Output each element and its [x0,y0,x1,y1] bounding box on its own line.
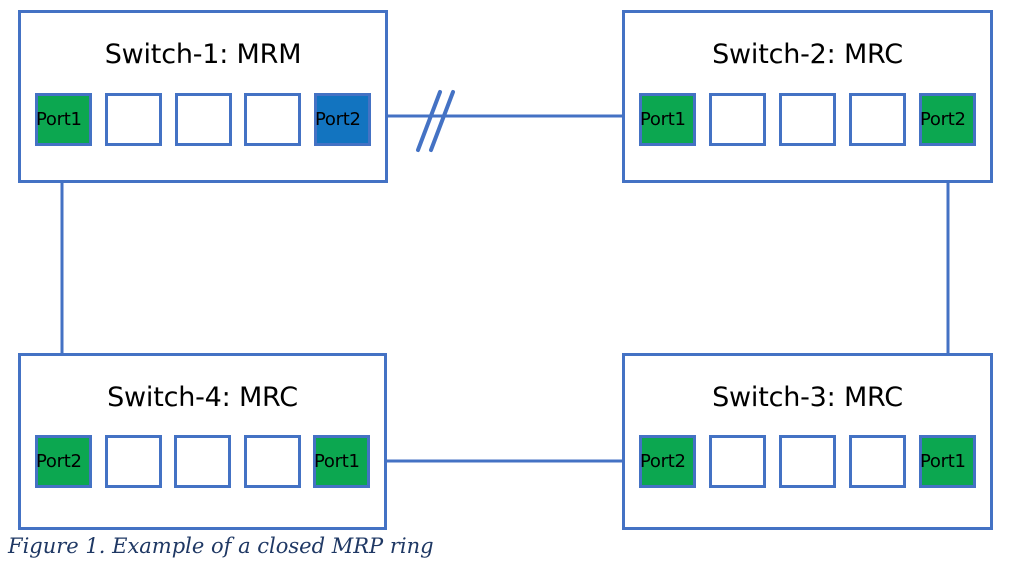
switch-2-port-2[interactable] [709,93,766,146]
switch-3-chassis[interactable]: Switch-3: MRC Port2 Port1 [622,353,993,530]
switch-1-port-2[interactable] [104,93,162,146]
switch-2-port-1[interactable]: Port1 [639,93,696,146]
switch-1-port-1-label: Port1 [36,108,82,130]
switch-3-port-5[interactable]: Port1 [919,435,976,488]
switch-4-port-1[interactable]: Port2 [35,435,92,488]
figure-caption: Figure 1. Example of a closed MRP ring [8,534,434,558]
switch-2-port-5-label: Port2 [920,108,966,130]
switch-1-port-4[interactable] [244,93,302,146]
switch-3-port-1[interactable]: Port2 [639,435,696,488]
switch-2-chassis[interactable]: Switch-2: MRC Port1 Port2 [622,10,993,183]
switch-4-title: Switch-4: MRC [107,382,298,413]
switch-4-port-4[interactable] [243,435,301,488]
switch-3-port-row: Port2 Port1 [625,435,990,488]
switch-4-port-1-label: Port2 [36,450,82,472]
switch-1-title: Switch-1: MRM [104,39,302,70]
switch-2-port-1-label: Port1 [640,108,686,130]
blocked-link-marker-icon [416,90,455,152]
switch-2-port-5[interactable]: Port2 [919,93,976,146]
switch-3-port-4[interactable] [849,435,906,488]
switch-3-port-2[interactable] [709,435,766,488]
switch-4-port-3[interactable] [174,435,231,488]
switch-1-chassis[interactable]: Switch-1: MRM Port1 Port2 [18,10,388,183]
switch-2-port-3[interactable] [779,93,836,146]
switch-3-port-1-label: Port2 [640,450,686,472]
switch-2-port-4[interactable] [849,93,906,146]
switch-1-port-1[interactable]: Port1 [35,93,92,146]
switch-4-port-2[interactable] [104,435,162,488]
switch-3-port-5-label: Port1 [920,450,966,472]
switch-4-port-5-label: Port1 [314,450,360,472]
switch-1-port-5-label: Port2 [315,108,361,130]
switch-1-port-row: Port1 Port2 [21,93,385,146]
switch-4-chassis[interactable]: Switch-4: MRC Port2 Port1 [18,353,387,530]
switch-2-title: Switch-2: MRC [712,39,903,70]
switch-3-title: Switch-3: MRC [712,382,903,413]
switch-3-port-3[interactable] [779,435,836,488]
switch-1-port-5[interactable]: Port2 [314,93,371,146]
switch-4-port-5[interactable]: Port1 [313,435,370,488]
switch-4-port-row: Port2 Port1 [21,435,384,488]
switch-1-port-3[interactable] [174,93,232,146]
switch-2-port-row: Port1 Port2 [625,93,990,146]
